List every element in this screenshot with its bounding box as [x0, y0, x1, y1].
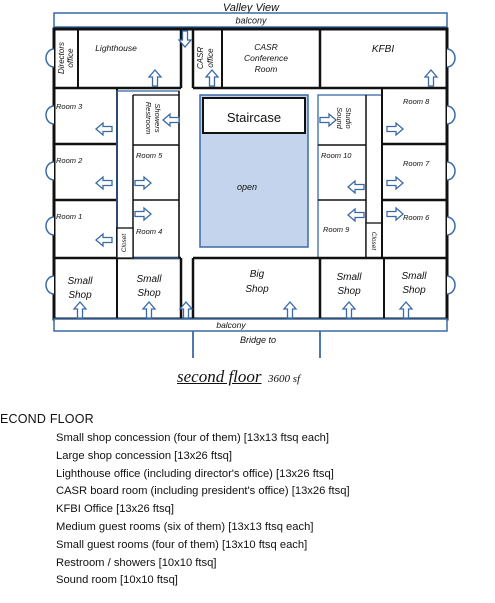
- big-shop-label-2: Shop: [245, 284, 269, 295]
- small-shop-1-label-1: Small: [67, 276, 93, 287]
- directors-office-label-2: office: [66, 48, 75, 68]
- casr-conference-label-1: CASR: [254, 42, 278, 52]
- casr-conference-label-2: Conference: [244, 53, 288, 63]
- list-item: Medium guest rooms (six of them) [13x13 …: [56, 520, 314, 533]
- small-shop-2-label-2: Shop: [137, 288, 161, 299]
- room2-label: Room 2: [56, 156, 83, 165]
- sound-studio-label-2: Studio: [344, 107, 353, 128]
- list-item: KFBI Office [13x26 ftsq]: [56, 503, 174, 516]
- room1-label: Room 1: [56, 212, 82, 221]
- balcony-top: [53, 12, 448, 28]
- lighthouse-label: Lighthouse: [95, 43, 137, 53]
- room10-label: Room 10: [321, 151, 352, 160]
- floor-plan: Valley View balcony Staircase open bal: [45, 2, 456, 358]
- room3-label: Room 3: [56, 102, 83, 111]
- sound-studio-label-1: Sound: [335, 107, 344, 130]
- room4-label: Room 4: [136, 227, 162, 236]
- floor-notes: ECOND FLOOR Small shop concession (four …: [0, 412, 495, 590]
- notes-heading: ECOND FLOOR: [0, 412, 94, 426]
- valley-view-label: Valley View: [223, 2, 280, 14]
- restroom-label-1: Restroom: [144, 102, 153, 135]
- floor-area: 3600 sf: [267, 373, 301, 385]
- list-item: Sound room [10x10 ftsq]: [56, 574, 178, 587]
- staircase: [202, 97, 306, 134]
- small-shop-2-label-1: Small: [136, 274, 162, 285]
- open-label: open: [237, 182, 257, 192]
- balcony-top-label: balcony: [235, 16, 267, 26]
- small-shop-4-label-2: Shop: [402, 285, 426, 296]
- list-item: CASR board room (including president's o…: [56, 485, 350, 498]
- staircase-label: Staircase: [227, 110, 281, 125]
- balcony-bottom: [53, 318, 448, 332]
- left-windows: [45, 48, 55, 295]
- balcony-bottom-label: balcony: [216, 320, 246, 330]
- restroom-label-2: Showers: [153, 103, 162, 132]
- list-item: Small shop concession (four of them) [13…: [56, 432, 329, 444]
- casr-conference-label-3: Room: [255, 64, 278, 74]
- small-shop-3-label-1: Small: [336, 272, 362, 283]
- big-shop-label-1: Big: [250, 269, 265, 280]
- notes-list: Small shop concession (four of them) [13…: [0, 430, 495, 590]
- room8-label: Room 8: [403, 97, 430, 106]
- room5-label: Room 5: [136, 151, 163, 160]
- closet-right-label: Closet: [370, 232, 377, 252]
- room6-label: Room 6: [403, 213, 430, 222]
- list-item: Restroom / showers [10x10 ftsq]: [56, 556, 217, 569]
- list-item: Small guest rooms (four of them) [13x10 …: [56, 538, 308, 551]
- list-item: Lighthouse office (including director's …: [56, 467, 334, 480]
- bridge-label: Bridge to: [240, 335, 276, 345]
- small-shop-4-label-1: Small: [401, 271, 427, 282]
- casr-office-label-2: office: [206, 48, 215, 68]
- kfbi-label: KFBI: [372, 44, 394, 55]
- directors-office-label-1: Directors: [57, 42, 66, 74]
- room7-label: Room 7: [403, 159, 430, 168]
- list-item: Large shop concession [13x26 ftsq]: [56, 449, 233, 462]
- floor-title: second floor: [177, 367, 262, 386]
- small-shop-1-label-2: Shop: [68, 290, 92, 301]
- right-windows: [446, 48, 456, 295]
- casr-office-label-1: CASR: [196, 47, 205, 69]
- floor-caption: second floor 3600 sf: [177, 367, 300, 387]
- closet-left-label: Closet: [121, 233, 128, 253]
- room9-label: Room 9: [323, 225, 350, 234]
- small-shop-3-label-2: Shop: [337, 286, 361, 297]
